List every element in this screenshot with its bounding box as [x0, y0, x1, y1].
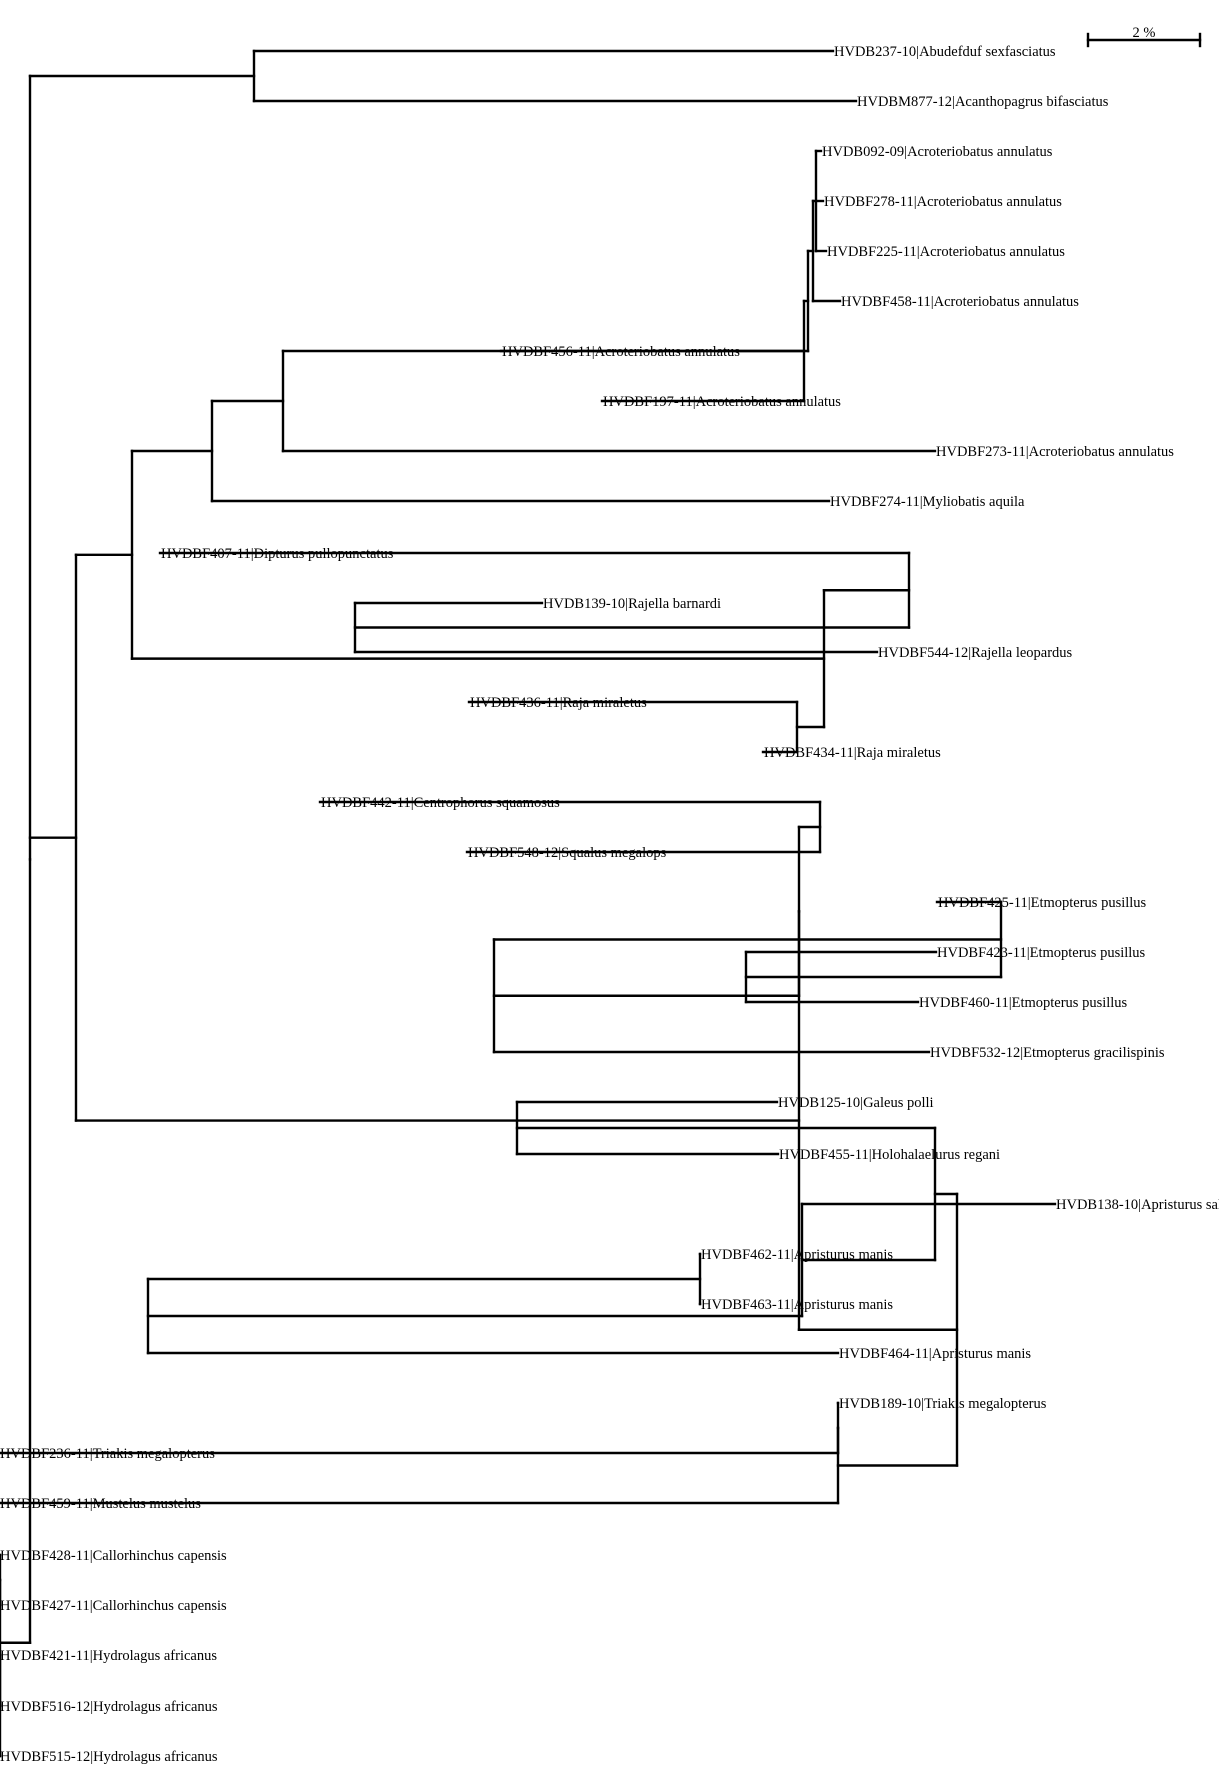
tip-label: HVDB189-10|Triakis megalopterus — [839, 1396, 1047, 1412]
tip-label: HVDBF423-11|Etmopterus pusillus — [937, 945, 1146, 961]
tip-label: HVDBF425-11|Etmopterus pusillus — [938, 895, 1147, 911]
tip-label: HVDBF456-11|Acroteriobatus annulatus — [502, 344, 740, 360]
tip-label: HVDBF460-11|Etmopterus pusillus — [919, 995, 1128, 1011]
tip-label: HVDBF197-11|Acroteriobatus annulatus — [603, 394, 841, 410]
tip-label: HVDB139-10|Rajella barnardi — [543, 596, 721, 612]
scale-bar: 2 % — [1086, 25, 1202, 48]
tip-label: HVDBF436-11|Raja miraletus — [470, 695, 647, 711]
tip-label: HVDBF421-11|Hydrolagus africanus — [0, 1648, 217, 1664]
tip-label: HVDBF459-11|Mustelus mustelus — [0, 1496, 201, 1512]
tip-label: HVDB125-10|Galeus polli — [778, 1095, 934, 1111]
tip-label: HVDBF225-11|Acroteriobatus annulatus — [827, 244, 1065, 260]
tree-tip-labels: HVDB237-10|Abudefduf sexfasciatusHVDBM87… — [0, 44, 1219, 1765]
tip-label: HVDBF236-11|Triakis megalopterus — [0, 1446, 215, 1462]
tip-label: HVDBF407-11|Dipturus pullopunctatus — [161, 546, 394, 562]
tip-label: HVDBF462-11|Apristurus manis — [701, 1247, 893, 1263]
tip-label: HVDBM877-12|Acanthopagrus bifasciatus — [857, 94, 1109, 110]
tip-label: HVDBF548-12|Squalus megalops — [468, 845, 667, 861]
tip-label: HVDBF274-11|Myliobatis aquila — [830, 494, 1025, 510]
tip-label: HVDBF455-11|Holohalaelurus regani — [779, 1147, 1000, 1163]
tip-label: HVDBF463-11|Apristurus manis — [701, 1297, 893, 1313]
tree-branches — [0, 49, 1057, 1758]
tip-label: HVDBF516-12|Hydrolagus africanus — [0, 1699, 218, 1715]
tip-label: HVDBF434-11|Raja miraletus — [764, 745, 941, 761]
tip-label: HVDBF464-11|Apristurus manis — [839, 1346, 1031, 1362]
scale-bar-label: 2 % — [1133, 25, 1156, 41]
tip-label: HVDBF428-11|Callorhinchus capensis — [0, 1548, 227, 1564]
tip-label: HVDB237-10|Abudefduf sexfasciatus — [834, 44, 1056, 60]
tip-label: HVDB092-09|Acroteriobatus annulatus — [822, 144, 1053, 160]
tip-label: HVDBF278-11|Acroteriobatus annulatus — [824, 194, 1062, 210]
tip-label: HVDBF442-11|Centrophorus squamosus — [321, 795, 560, 811]
tip-label: HVDBF427-11|Callorhinchus capensis — [0, 1598, 227, 1614]
tip-label: HVDBF273-11|Acroteriobatus annulatus — [936, 444, 1174, 460]
tip-label: HVDBF515-12|Hydrolagus africanus — [0, 1749, 218, 1765]
tip-label: HVDBF544-12|Rajella leopardus — [878, 645, 1073, 661]
tip-label: HVDBF532-12|Etmopterus gracilispinis — [930, 1045, 1165, 1061]
tip-label: HVDBF458-11|Acroteriobatus annulatus — [841, 294, 1079, 310]
tip-label: HVDB138-10|Apristurus saldanha — [1056, 1197, 1219, 1213]
